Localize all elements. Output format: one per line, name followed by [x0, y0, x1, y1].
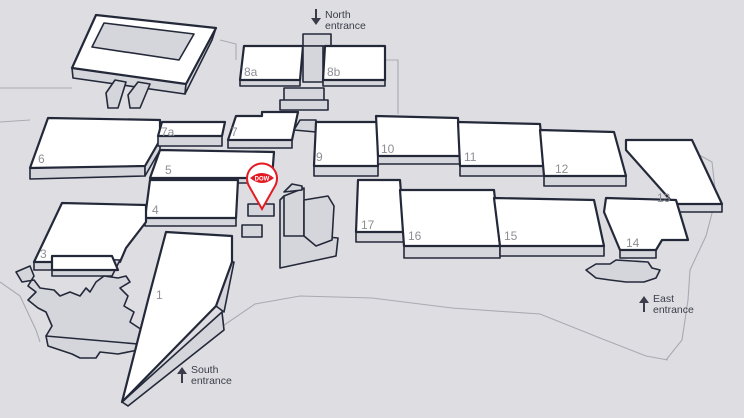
hall-label-6: 6	[38, 152, 45, 166]
east-entrance-line1: East	[653, 293, 675, 305]
hall-label-7: 7	[231, 125, 238, 139]
hall-label-9: 9	[316, 150, 323, 164]
terrace-left	[15, 265, 143, 359]
central-structure	[279, 183, 339, 269]
location-pin-icon[interactable]: DOW	[246, 162, 278, 212]
south-entrance-label: South entrance	[191, 365, 232, 387]
hall-3	[32, 201, 148, 277]
hall-label-5: 5	[165, 163, 172, 177]
arrow-up-icon	[639, 296, 649, 312]
hall-8-complex	[238, 33, 387, 111]
hall-labels: 1 3 4 5 6 7 7a 8a 8b 9 10 11 12 13 14 15…	[38, 65, 671, 302]
arrow-down-icon	[311, 9, 321, 25]
hall-label-8a: 8a	[244, 65, 258, 79]
building-north-west	[70, 13, 218, 109]
hall-row-9-12	[312, 114, 628, 187]
hall-label-11: 11	[464, 150, 477, 164]
hall-label-1: 1	[156, 288, 163, 302]
marker-brand: DOW	[255, 177, 270, 183]
hall-label-8b: 8b	[327, 65, 341, 79]
hall-label-13: 13	[657, 191, 671, 205]
hall-6-7a	[28, 116, 227, 180]
hall-label-3: 3	[40, 247, 47, 261]
north-entrance-label: North entrance	[325, 10, 366, 32]
hall-label-15: 15	[504, 229, 518, 243]
east-entrance-label: East entrance	[653, 294, 694, 316]
hall-label-7a: 7a	[161, 125, 175, 139]
south-entrance-line1: South	[191, 364, 219, 376]
south-entrance-line2: entrance	[191, 375, 232, 387]
east-entrance-line2: entrance	[653, 304, 694, 316]
hall-7	[226, 110, 317, 149]
hall-label-16: 16	[408, 229, 422, 243]
hall-label-14: 14	[626, 236, 640, 250]
north-entrance-line2: entrance	[325, 20, 366, 32]
hall-label-12: 12	[555, 162, 569, 176]
north-entrance-line1: North	[325, 9, 351, 21]
hall-label-10: 10	[381, 142, 395, 156]
hall-label-17: 17	[361, 218, 375, 232]
hall-6	[28, 116, 162, 170]
hall-label-4: 4	[152, 203, 159, 217]
hall-8b	[321, 44, 387, 82]
service-blocks	[241, 203, 275, 238]
hall-13-14	[585, 138, 724, 283]
hall-1	[120, 230, 235, 407]
arrow-up-icon	[177, 367, 187, 383]
hall-row-15-17	[354, 178, 606, 259]
hall-7a	[156, 120, 227, 138]
hall-4	[143, 178, 240, 227]
